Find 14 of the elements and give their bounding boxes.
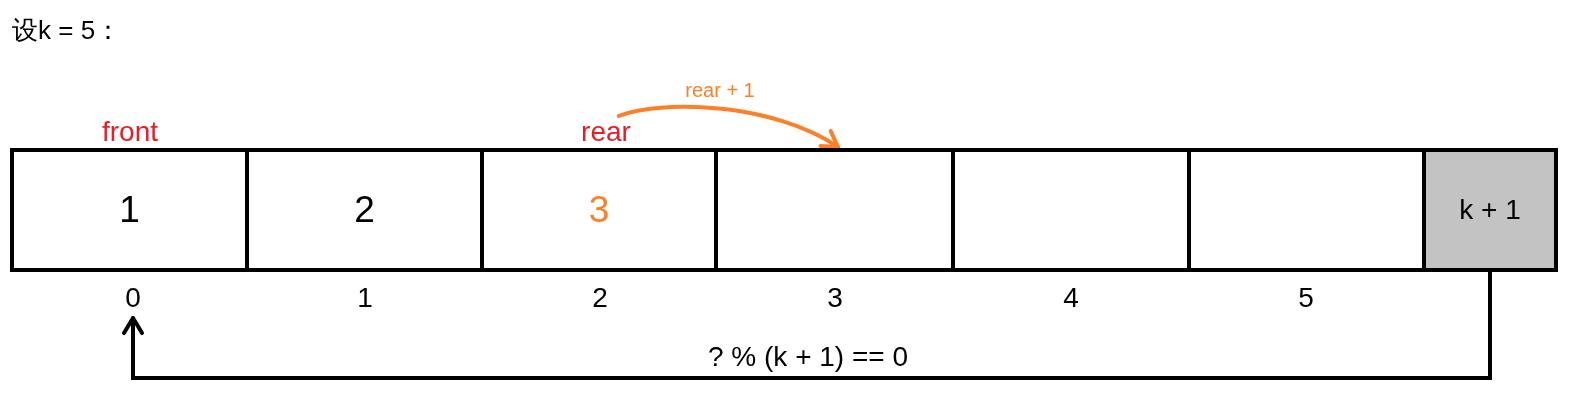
index-number: 2 xyxy=(592,281,608,315)
arrow xyxy=(616,104,840,150)
cell-value: k + 1 xyxy=(1459,193,1521,227)
index-number: 1 xyxy=(357,281,373,315)
index-number: 0 xyxy=(125,281,141,315)
pointer-label: front xyxy=(102,115,158,149)
cell-value: 1 xyxy=(119,188,140,232)
pointer-label: rear xyxy=(581,115,631,149)
index-number: 5 xyxy=(1298,281,1314,315)
index-number: 4 xyxy=(1063,281,1079,315)
cell-value: 3 xyxy=(588,188,610,232)
index-number: 3 xyxy=(827,281,843,315)
title-text: 设k = 5： xyxy=(12,16,122,46)
cell-value: 2 xyxy=(354,188,375,232)
